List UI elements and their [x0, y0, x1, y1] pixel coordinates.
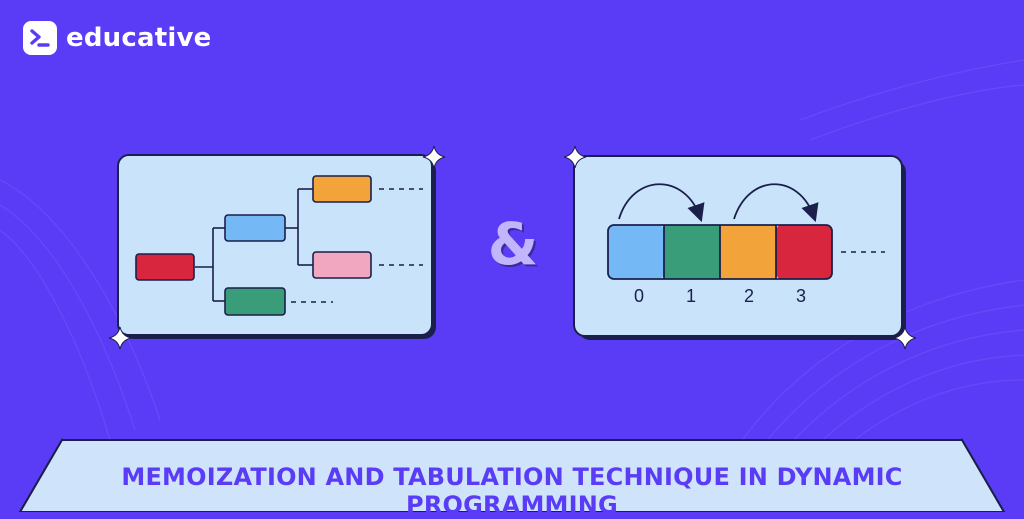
array-cell-1: [664, 225, 720, 279]
array-index-label: 0: [633, 286, 644, 306]
tree-node-orange: [312, 175, 372, 203]
tree-node-blue: [224, 214, 286, 242]
tree-node-pink: [312, 251, 372, 279]
array-cell-0: [608, 225, 664, 279]
array-index-label: 3: [795, 286, 806, 306]
array-cell-3: [776, 225, 832, 279]
page-title: MEMOIZATION AND TABULATION TECHNIQUE IN …: [121, 463, 903, 519]
tabulation-array-panel: [573, 155, 903, 337]
tree-root-node: [135, 253, 195, 281]
transition-arrow: [618, 183, 705, 223]
educative-logo[interactable]: educative: [23, 21, 211, 55]
terminal-prompt-icon: [23, 21, 57, 55]
array-index-label: 2: [743, 286, 754, 306]
dp-array: [607, 224, 833, 280]
transition-arrow: [733, 183, 819, 223]
title-banner: [18, 437, 1006, 512]
array-index-label: 1: [685, 286, 696, 306]
brand-name: educative: [66, 23, 212, 53]
array-cell-2: [720, 225, 776, 279]
recursion-tree-diagram: [135, 175, 423, 316]
tabulation-array-diagram: [607, 183, 885, 280]
tree-node-green: [224, 287, 286, 316]
memoization-tree-panel: [117, 154, 433, 336]
ampersand-symbol: &: [487, 210, 539, 278]
